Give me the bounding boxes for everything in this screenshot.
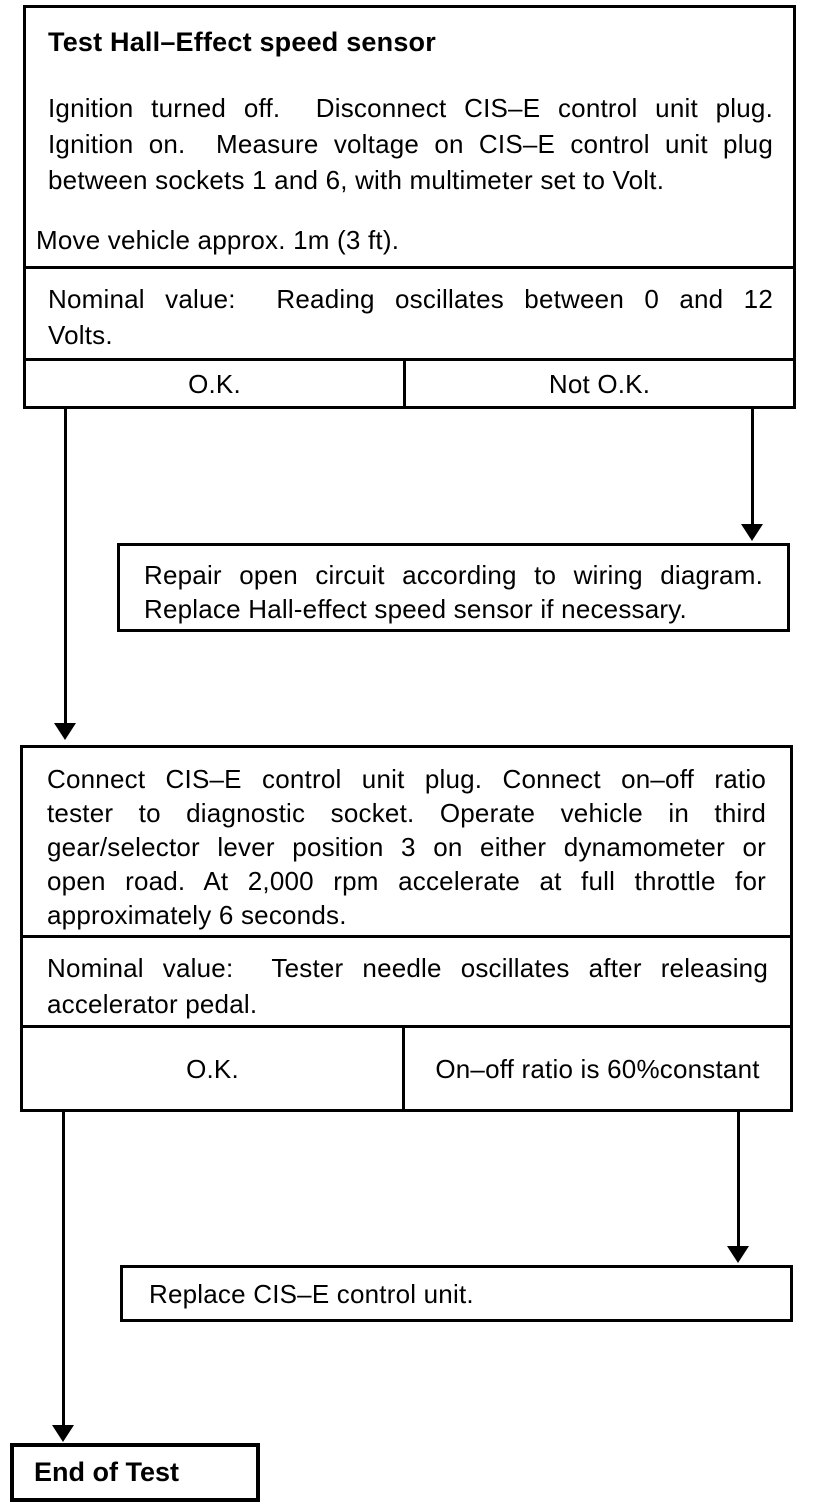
text-line: accelerator pedal.	[47, 989, 258, 1019]
not-ok-arrow-line-1	[751, 409, 754, 526]
procedure-box: Connect CIS–E control unit plug. Connect…	[20, 745, 793, 1112]
ok-arrow-head-2	[52, 1425, 74, 1442]
text-line: gear/selector lever position 3 on either…	[47, 832, 766, 862]
move-vehicle-instruction: Move vehicle approx. 1m (3 ft).	[36, 225, 400, 255]
text-line: constant	[659, 1053, 760, 1084]
not-ok-label-1: Not O.K.	[548, 368, 651, 399]
text-line: approximately 6 seconds.	[47, 900, 347, 930]
not-ok-arrow-line-2	[737, 1112, 740, 1248]
procedure-instructions: Connect CIS–E control unit plug. Connect…	[23, 748, 790, 935]
text-line: Replace Hall-effect speed sensor if nece…	[144, 594, 687, 624]
ok-cell-1: O.K.	[26, 361, 406, 406]
replace-box-label: Replace CIS–E control unit.	[149, 1278, 474, 1309]
ok-arrow-line-2	[62, 1112, 65, 1427]
ok-arrow-head-1	[54, 723, 76, 740]
text-line: Nominal value: Reading oscillates betwee…	[48, 284, 773, 314]
not-ok-arrow-head-2	[727, 1246, 749, 1263]
nominal-value-2: Nominal value: Tester needle oscillates …	[23, 935, 790, 1025]
text-line: open road. At 2,000 rpm accelerate at fu…	[47, 866, 766, 896]
ok-arrow-line-1	[64, 409, 67, 725]
test-box-instructions-section: Test Hall–Effect speed sensor Ignition t…	[26, 8, 793, 266]
text-line: between sockets 1 and 6, with multimeter…	[48, 165, 665, 195]
end-of-test-box: End of Test	[10, 1443, 260, 1502]
result-row-1: O.K. Not O.K.	[26, 358, 793, 406]
ok-label-1: O.K.	[188, 368, 241, 399]
text-line: On–off ratio is 60%	[435, 1053, 660, 1084]
text-line: Repair open circuit according to wiring …	[144, 560, 763, 590]
test-box: Test Hall–Effect speed sensor Ignition t…	[23, 5, 796, 409]
end-of-test-label: End of Test	[34, 1457, 179, 1487]
text-line: Nominal value: Tester needle oscillates …	[47, 953, 768, 983]
text-line: tester to diagnostic socket. Operate veh…	[47, 798, 766, 828]
result-row-2: O.K. On–off ratio is 60%constant	[23, 1025, 790, 1109]
replace-box: Replace CIS–E control unit.	[120, 1265, 793, 1322]
ok-cell-2: O.K.	[23, 1028, 405, 1109]
text-line: Connect CIS–E control unit plug. Connect…	[47, 764, 766, 794]
nominal-value-1: Nominal value: Reading oscillates betwee…	[26, 266, 793, 358]
on-off-ratio-cell: On–off ratio is 60%constant	[405, 1028, 790, 1109]
text-line: Volts.	[48, 320, 113, 350]
ok-label-2: O.K.	[186, 1053, 239, 1084]
test-instructions: Ignition turned off. Disconnect CIS–E co…	[48, 90, 773, 198]
not-ok-arrow-head-1	[741, 524, 763, 541]
not-ok-cell-1: Not O.K.	[406, 361, 793, 406]
text-line: Ignition turned off. Disconnect CIS–E co…	[48, 93, 773, 123]
repair-box: Repair open circuit according to wiring …	[117, 543, 790, 632]
test-box-title: Test Hall–Effect speed sensor	[48, 27, 436, 57]
text-line: Ignition on. Measure voltage on CIS–E co…	[48, 129, 773, 159]
